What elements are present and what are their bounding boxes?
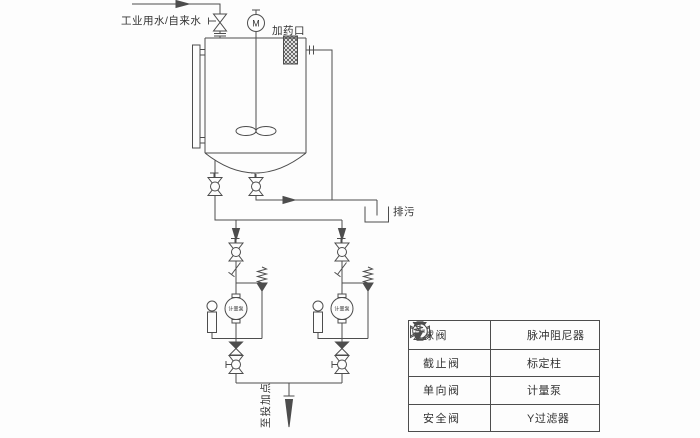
union-icon <box>309 45 314 55</box>
inlet-pipe <box>132 0 221 14</box>
legend-table: 球阀 脉冲阻尼器 截止阀 <box>408 320 600 432</box>
pump-branch-right <box>312 220 374 383</box>
ball-valve-icon <box>225 355 244 374</box>
inlet-label: 工业用水/自来水 <box>121 15 202 27</box>
pulse-damper-calibration-column-icon <box>206 300 218 333</box>
ball-valve-icon <box>331 355 350 374</box>
legend-label: 标定柱 <box>527 357 562 370</box>
pump-inner-label: 计量泵 <box>228 306 243 313</box>
legend-row-y-strainer: Y过滤器 <box>412 321 599 431</box>
flow-arrow-right-icon <box>282 195 297 205</box>
legend-label: 单向阀 <box>423 385 461 398</box>
legend-label: 球阀 <box>423 329 448 342</box>
legend-label: 计量泵 <box>527 385 562 398</box>
drain-label: 排污 <box>393 206 415 218</box>
tank-outlet-pipes <box>214 160 377 221</box>
legend-label: 安全阀 <box>423 412 461 425</box>
level-gauge-icon <box>192 44 206 149</box>
legend-label: 脉冲阻尼器 <box>527 329 585 342</box>
legend-row-check-valve: 单向阀 <box>409 322 490 404</box>
y-strainer-icon <box>228 262 241 278</box>
pulse-damper-calibration-column-icon <box>312 300 324 333</box>
motor-letter: M <box>252 19 260 29</box>
motor-icon <box>247 9 265 32</box>
legend-label: 截止阀 <box>423 357 461 370</box>
flow-arrow-right-icon <box>175 0 191 9</box>
safety-valve-icon <box>256 266 268 292</box>
drain-funnel-icon <box>364 206 389 223</box>
dosing-port-hatch-icon <box>283 35 298 65</box>
check-valve-icon <box>229 341 243 356</box>
check-valve-icon <box>335 341 349 356</box>
legend-row-metering-pump: 计量泵 计量泵 <box>412 321 599 404</box>
legend-row-globe-valve: 截止阀 <box>409 324 490 377</box>
legend-row-safety-valve: 安全阀 <box>409 321 490 432</box>
inlet-globe-valve-icon <box>208 13 228 38</box>
dosing-port-label: 加药口 <box>272 25 305 37</box>
pump-inner-label: 计量泵 <box>334 306 349 313</box>
tank-dished-bottom <box>204 152 307 174</box>
dosing-point-label: 至投加点 <box>260 382 272 428</box>
legend-row-calibration-column: 标定柱 <box>416 322 599 376</box>
overflow-pipe <box>306 45 333 200</box>
drain-line <box>282 195 389 223</box>
pump-branch-left <box>206 220 268 383</box>
y-strainer-icon <box>334 262 347 278</box>
discharge-header <box>236 382 342 428</box>
legend-label: Y过滤器 <box>527 412 570 425</box>
agitator-icon <box>235 32 277 136</box>
flow-arrow-down-icon <box>284 399 294 428</box>
legend-row-pulse-damper: 脉冲阻尼器 <box>416 321 599 349</box>
safety-valve-icon <box>362 266 374 292</box>
